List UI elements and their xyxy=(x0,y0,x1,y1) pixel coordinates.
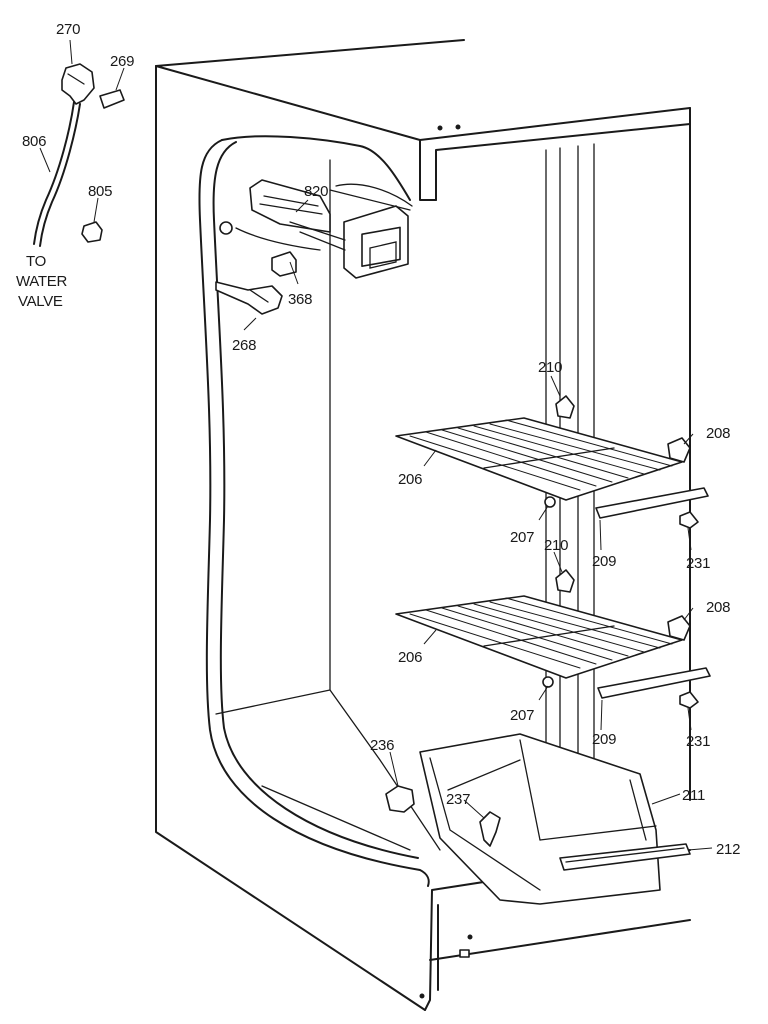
label-806: 806 xyxy=(22,133,46,150)
water-line-parts xyxy=(33,63,125,247)
label-820: 820 xyxy=(304,183,328,200)
lower-shelf xyxy=(395,569,711,709)
label-208-upper: 208 xyxy=(706,425,730,442)
label-237: 237 xyxy=(446,791,470,808)
label-207-upper: 207 xyxy=(510,529,534,546)
label-231-lower: 231 xyxy=(686,733,710,750)
label-236: 236 xyxy=(370,737,394,754)
label-269: 269 xyxy=(110,53,134,70)
label-268: 268 xyxy=(232,337,256,354)
label-207-lower: 207 xyxy=(510,707,534,724)
label-210-lower: 210 xyxy=(544,537,568,554)
storage-pan-211 xyxy=(419,733,691,905)
label-to: TO xyxy=(26,253,46,270)
label-206-upper: 206 xyxy=(398,471,422,488)
leader-lines xyxy=(39,39,713,851)
label-805: 805 xyxy=(88,183,112,200)
label-270: 270 xyxy=(56,21,80,38)
ice-maker-820 xyxy=(219,179,413,279)
label-208-lower: 208 xyxy=(706,599,730,616)
label-209-upper: 209 xyxy=(592,553,616,570)
upper-shelf xyxy=(395,395,709,529)
fill-cup-268 xyxy=(215,281,283,315)
label-206-lower: 206 xyxy=(398,649,422,666)
label-368: 368 xyxy=(288,291,312,308)
label-212: 212 xyxy=(716,841,740,858)
door-gasket xyxy=(198,135,441,887)
part-labels: 270 269 806 805 TO WATER VALVE 820 368 2… xyxy=(16,21,740,858)
label-231-upper: 231 xyxy=(686,555,710,572)
label-211: 211 xyxy=(682,787,705,804)
label-valve: VALVE xyxy=(18,293,63,310)
label-209-lower: 209 xyxy=(592,731,616,748)
label-water: WATER xyxy=(16,273,67,290)
label-210-upper: 210 xyxy=(538,359,562,376)
